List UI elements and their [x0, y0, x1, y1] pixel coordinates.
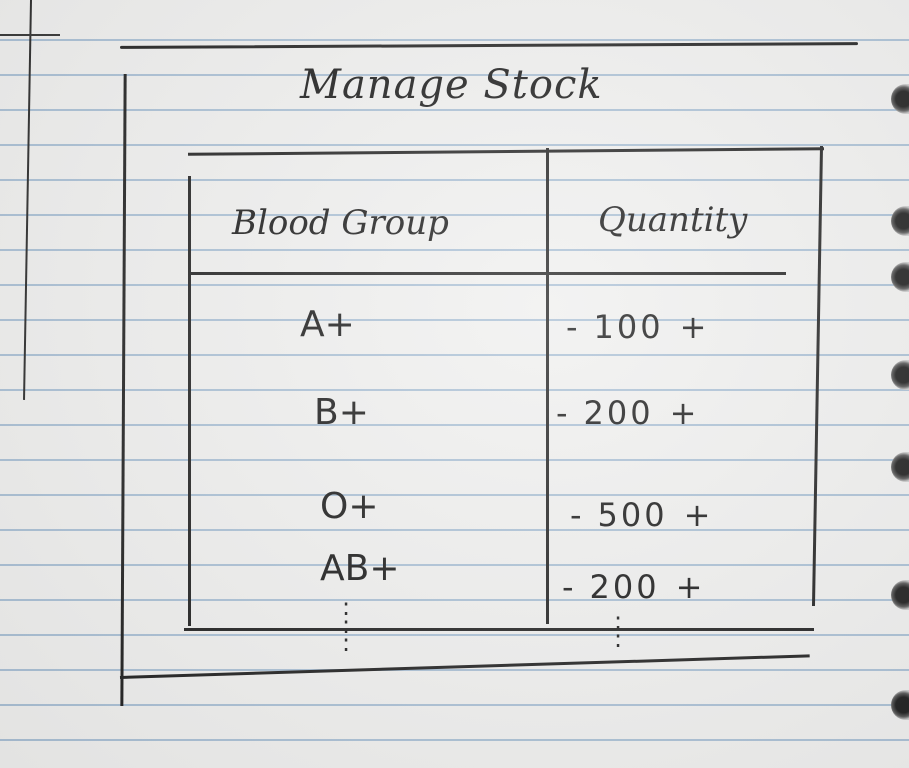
blood-group-cell: B+	[314, 392, 369, 433]
ellipsis-dot: :	[341, 629, 351, 657]
ellipsis-dot: :	[341, 611, 351, 639]
spiral-binding-ring	[891, 452, 909, 482]
spiral-binding-ring	[891, 206, 909, 236]
more-rows-indicator: : : :	[336, 593, 356, 657]
table-border-left	[188, 176, 191, 626]
table-header-separator	[190, 272, 786, 275]
spiral-binding-ring	[891, 360, 909, 390]
decrement-button[interactable]: -	[570, 496, 582, 534]
spiral-binding-ring	[891, 84, 909, 114]
quantity-value: 200	[589, 568, 660, 606]
table-column-divider	[546, 148, 549, 624]
blood-group-cell: O+	[320, 486, 379, 527]
table-border-bottom	[184, 628, 814, 631]
ellipsis-dot: :	[341, 593, 351, 621]
decrement-button[interactable]: -	[566, 308, 578, 346]
increment-button[interactable]: +	[683, 496, 711, 534]
decrement-button[interactable]: -	[562, 568, 574, 606]
spiral-binding-ring	[891, 262, 909, 292]
ellipsis-dot: :	[613, 625, 623, 653]
quantity-stepper: - 200 +	[550, 394, 790, 432]
blood-group-cell: AB+	[320, 548, 400, 589]
decrement-button[interactable]: -	[556, 394, 568, 432]
column-header-blood-group: Blood Group	[232, 203, 449, 243]
quantity-value: 500	[597, 496, 668, 534]
table-row: B+ - 200 +	[190, 388, 820, 448]
quantity-stepper: - 100 +	[560, 308, 800, 346]
more-rows-indicator: : :	[608, 607, 628, 653]
quantity-stepper: - 500 +	[564, 496, 804, 534]
increment-button[interactable]: +	[679, 308, 707, 346]
increment-button[interactable]: +	[669, 394, 697, 432]
table-row: AB+ - 200 +	[190, 548, 820, 608]
spiral-binding-ring	[891, 690, 909, 720]
increment-button[interactable]: +	[675, 568, 703, 606]
table-row: A+ - 100 +	[190, 300, 820, 360]
notebook-top-stroke	[0, 34, 60, 36]
ellipsis-dot: :	[613, 607, 623, 635]
quantity-value: 200	[583, 394, 654, 432]
spiral-binding-ring	[891, 580, 909, 610]
table-row: O+ - 500 +	[190, 480, 820, 540]
quantity-value: 100	[593, 308, 664, 346]
quantity-stepper: - 200 +	[556, 568, 796, 606]
blood-group-cell: A+	[300, 304, 355, 345]
column-header-quantity: Quantity	[598, 200, 748, 240]
page-title: Manage Stock	[300, 62, 603, 108]
